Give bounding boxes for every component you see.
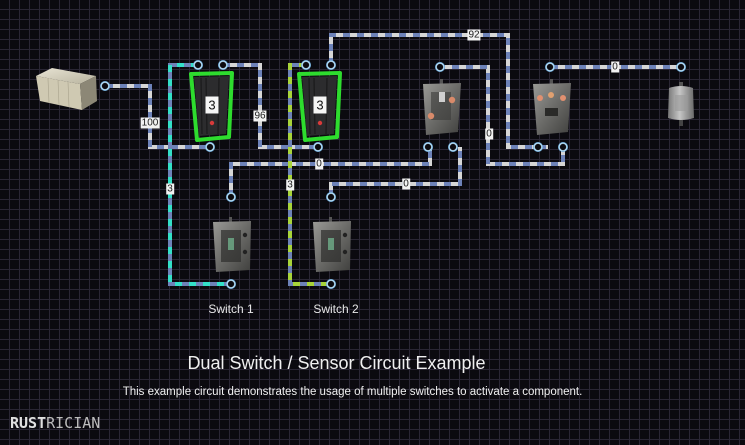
rustrician-logo[interactable]: RUSTRICIAN (10, 414, 100, 432)
branch2-power-in-connector[interactable] (313, 142, 323, 152)
switch-1[interactable] (213, 217, 251, 272)
page-description: This example circuit demonstrates the us… (122, 386, 583, 398)
heater[interactable] (668, 82, 694, 126)
and-switch[interactable] (423, 79, 461, 135)
switch1-input-connector[interactable] (226, 279, 236, 289)
branch2-power-out-connector[interactable] (326, 60, 336, 70)
wire-label-92: 92 (467, 29, 481, 41)
switch-2[interactable] (313, 217, 351, 272)
wire-label-switch1-and: 0 (315, 158, 323, 170)
or-switch-input-a-connector[interactable] (533, 142, 543, 152)
wire-switch1-to-and-switch[interactable] (229, 147, 432, 197)
wire-and-switch-to-or-switch[interactable] (438, 65, 565, 166)
wire-switch2-to-and-switch[interactable] (329, 147, 462, 197)
generator-output-connector[interactable] (100, 81, 110, 91)
switch1-caption: Switch 1 (208, 302, 254, 316)
wire-label-100: 100 (140, 117, 160, 129)
or-switch[interactable] (533, 79, 571, 135)
switch2-caption: Switch 2 (313, 302, 359, 316)
branch2-branch-out-connector[interactable] (301, 60, 311, 70)
branch1-power-in-connector[interactable] (205, 142, 215, 152)
and-switch-output-connector[interactable] (435, 62, 445, 72)
wire-label-branch1-switch1: 3 (166, 183, 174, 195)
wire-label-switch2-and: 0 (402, 178, 410, 190)
wire-branch2-to-switch2[interactable] (288, 63, 330, 286)
logo-thin-part: RICIAN (46, 414, 101, 432)
branch2-count-badge: 3 (313, 96, 327, 114)
and-switch-input-a-connector[interactable] (423, 142, 433, 152)
switch2-output-connector[interactable] (326, 192, 336, 202)
wire-label-or-heater: 0 (611, 61, 619, 73)
logo-bold-part: RUST (10, 414, 47, 432)
test-generator[interactable] (36, 68, 97, 110)
branch1-count-badge: 3 (205, 96, 219, 114)
wire-label-96: 96 (253, 110, 267, 122)
and-switch-input-b-connector[interactable] (448, 142, 458, 152)
heater-input-connector[interactable] (676, 62, 686, 72)
branch1-branch-out-connector[interactable] (193, 60, 203, 70)
wire-branch2-to-or-switch[interactable] (329, 33, 548, 149)
wire-generator-to-branch1[interactable] (106, 84, 210, 149)
wire-label-branch2-switch2: 3 (286, 179, 294, 191)
branch1-power-out-connector[interactable] (218, 60, 228, 70)
page-title: Dual Switch / Sensor Circuit Example (187, 353, 486, 373)
or-switch-input-b-connector[interactable] (558, 142, 568, 152)
switch2-input-connector[interactable] (326, 279, 336, 289)
wire-label-and-or: 0 (485, 128, 493, 140)
wire-branch1-to-switch1[interactable] (168, 63, 230, 286)
or-switch-output-connector[interactable] (545, 62, 555, 72)
switch1-output-connector[interactable] (226, 192, 236, 202)
